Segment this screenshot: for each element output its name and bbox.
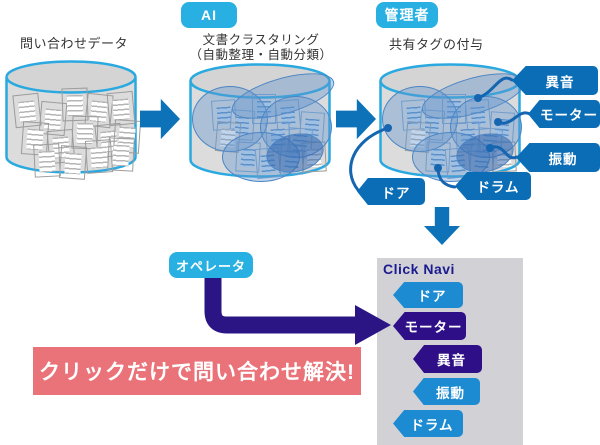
flow-arrow-down-icon bbox=[424, 207, 460, 245]
operator-badge: オペレータ bbox=[169, 252, 253, 278]
solution-banner: クリックだけで問い合わせ解決! bbox=[33, 347, 361, 395]
click-navi-title: Click Navi bbox=[383, 261, 455, 277]
navi-button-abnormal-noise[interactable]: 異音 bbox=[413, 345, 482, 373]
ai-badge: AI bbox=[181, 2, 237, 28]
navi-button-drum[interactable]: ドラム bbox=[393, 410, 463, 437]
stage3-caption: 共有タグの付与 bbox=[389, 37, 484, 52]
tag-vibration: 振動 bbox=[516, 143, 600, 172]
tag-drum: ドラム bbox=[455, 172, 531, 200]
flow-arrow-right-icon bbox=[140, 98, 180, 140]
stage1-label: 問い合わせデータ bbox=[20, 36, 129, 51]
navi-button-door[interactable]: ドア bbox=[393, 282, 463, 308]
admin-badge: 管理者 bbox=[376, 2, 438, 28]
tagged-database-cylinder bbox=[378, 60, 529, 182]
document-icon bbox=[107, 137, 135, 172]
tag-abnormal-noise: 異音 bbox=[512, 66, 598, 95]
inquiry-database-cylinder bbox=[4, 58, 142, 180]
navi-button-motor[interactable]: モーター bbox=[393, 312, 466, 340]
stage2-caption-line1: 文書クラスタリング bbox=[202, 33, 320, 47]
operator-elbow-arrow-icon bbox=[204, 278, 391, 345]
flow-arrow-right-icon bbox=[336, 98, 376, 140]
cylinder2-documents bbox=[188, 60, 339, 182]
tag-motor: モーター bbox=[528, 100, 600, 128]
document-icon bbox=[33, 143, 61, 178]
cylinder1-documents bbox=[4, 58, 142, 180]
stage2-caption-line2: （自動整理・自動分類） bbox=[189, 48, 333, 62]
clustered-database-cylinder bbox=[188, 60, 339, 182]
cylinder3-documents bbox=[378, 60, 529, 182]
tag-door: ドア bbox=[357, 178, 425, 205]
document-icon bbox=[58, 145, 88, 180]
navi-button-vibration[interactable]: 振動 bbox=[413, 378, 480, 405]
